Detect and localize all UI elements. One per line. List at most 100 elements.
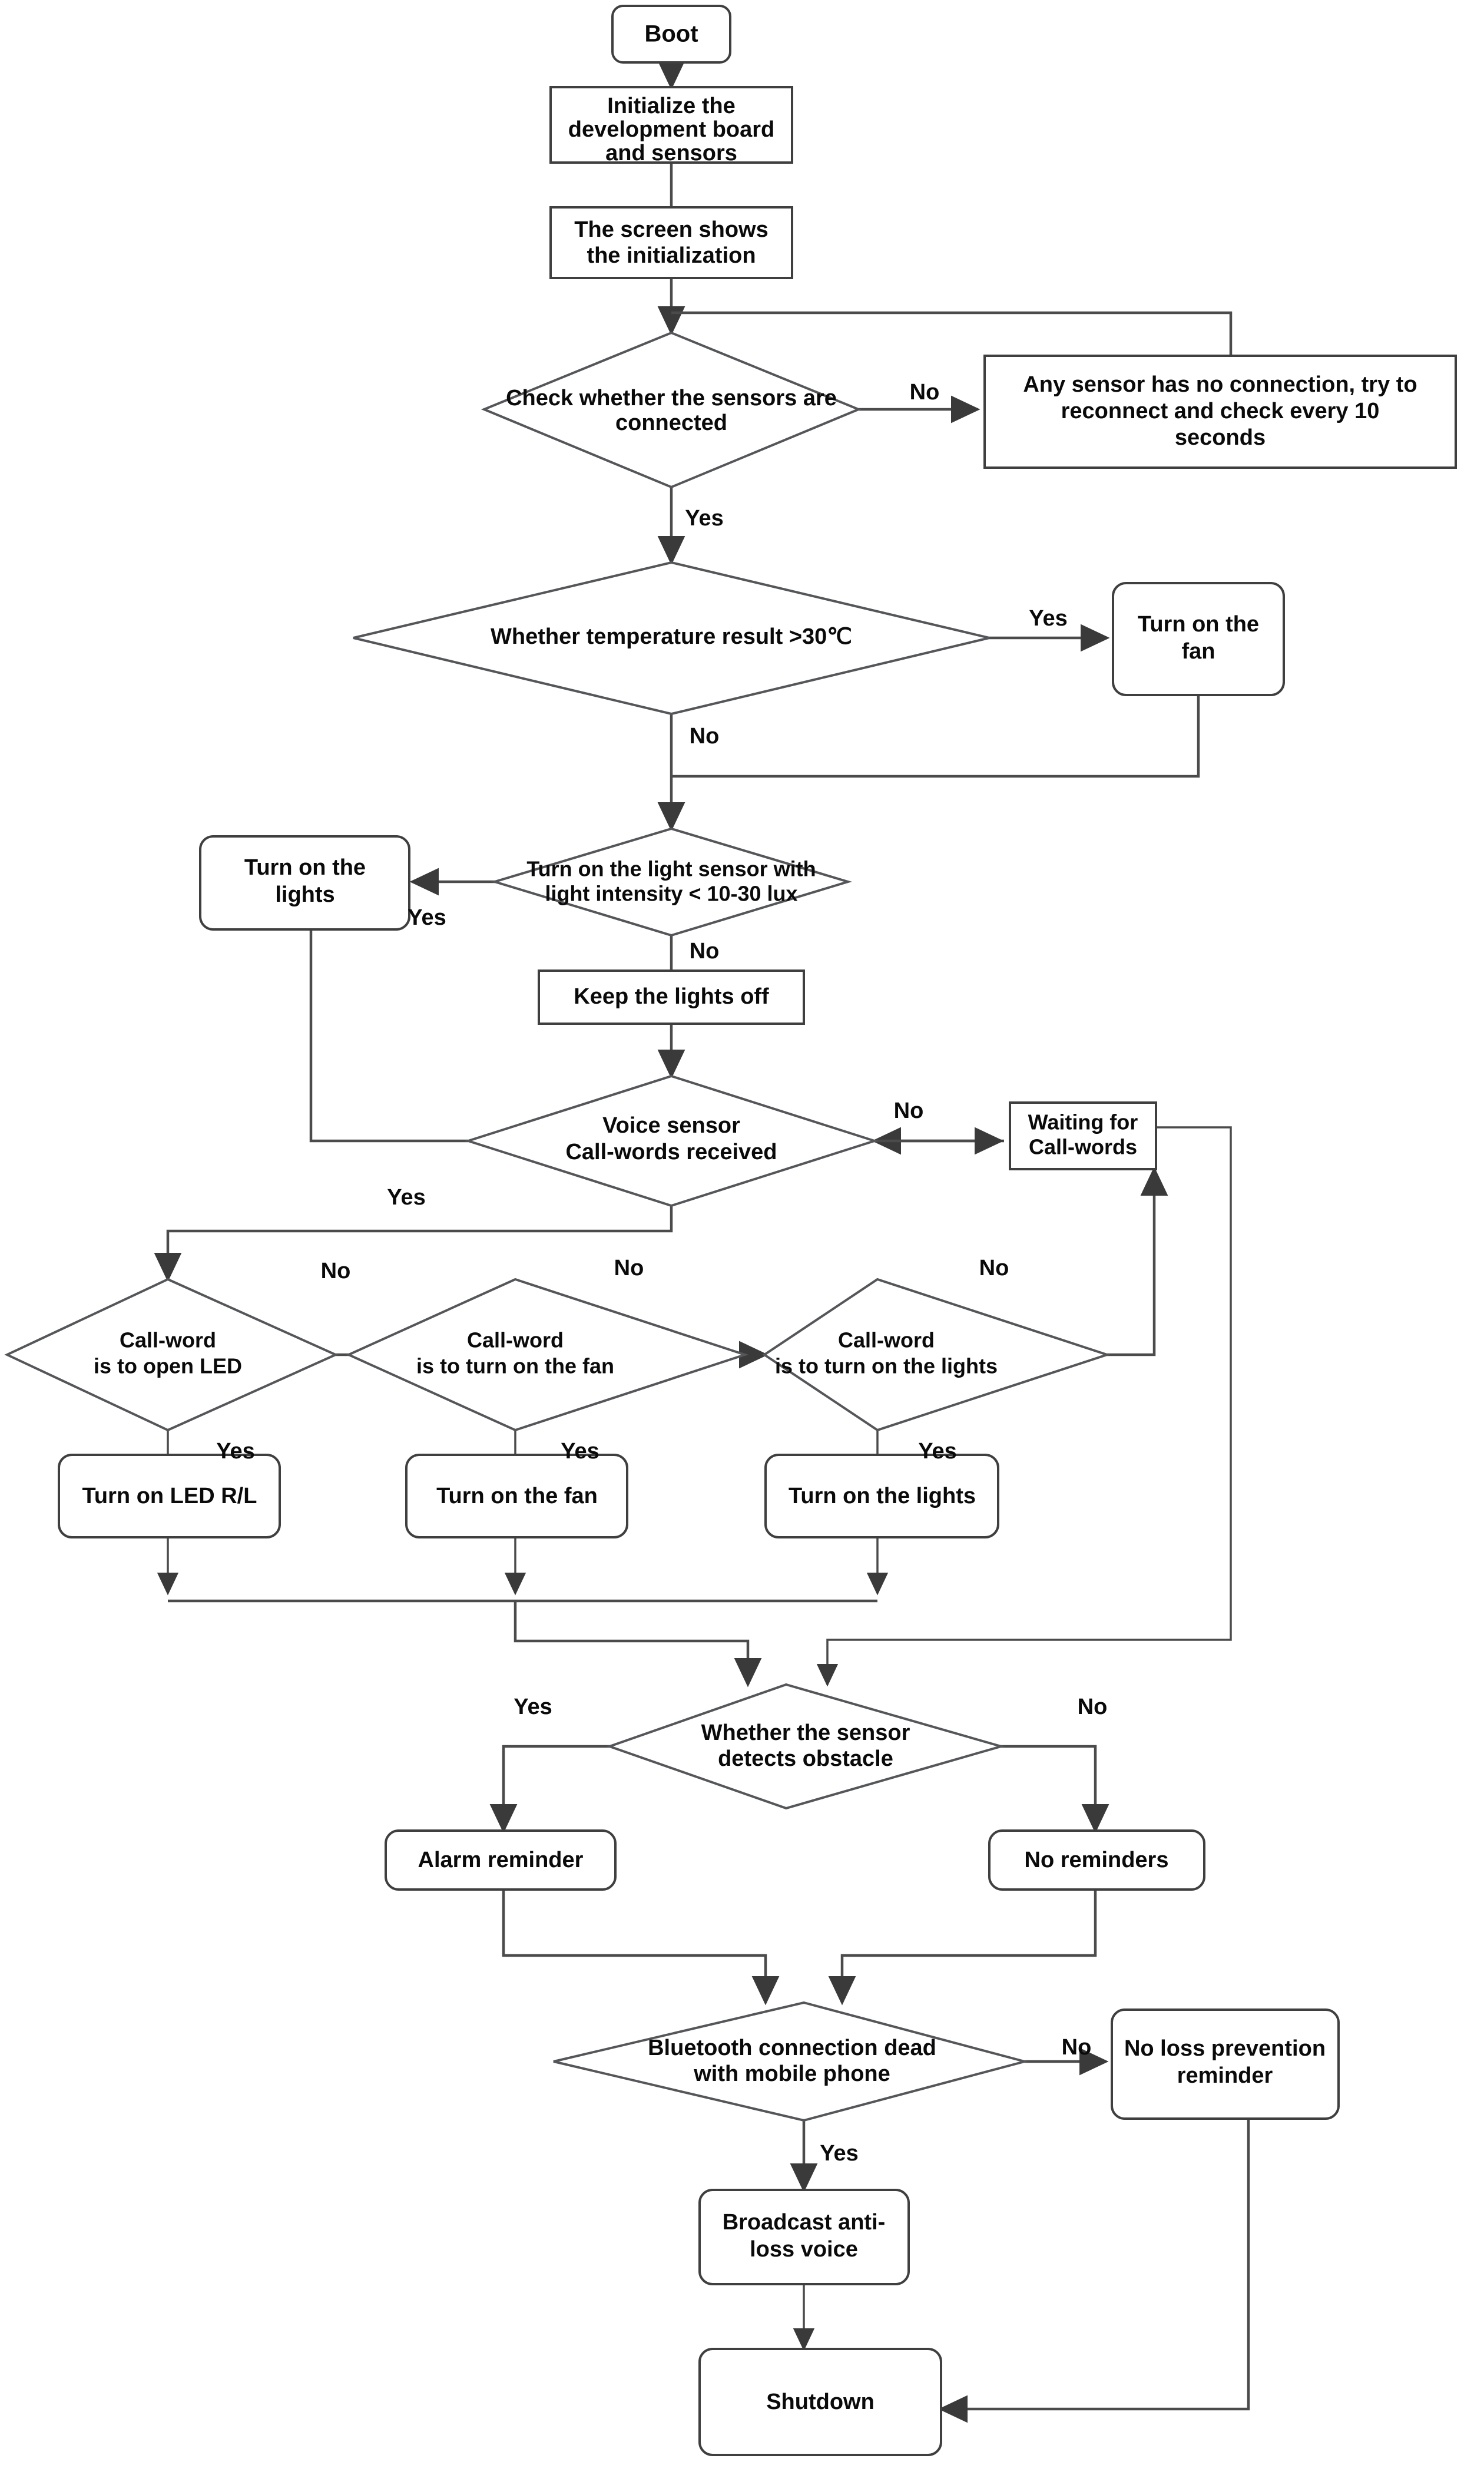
label-temp-yes: Yes xyxy=(1029,606,1068,631)
obstacle-shape xyxy=(605,1683,1006,1810)
broadcast-shape xyxy=(698,2189,910,2285)
label-obstacle-yes: Yes xyxy=(514,1695,552,1719)
check-sensors-label-1: Check whether the sensors are xyxy=(506,386,837,411)
node-no-loss[interactable]: No loss prevention reminder xyxy=(1111,2008,1340,2120)
alarm-label: Alarm reminder xyxy=(418,1848,584,1872)
cw-lights-label-2: is to turn on the lights xyxy=(775,1354,998,1378)
node-cw-led[interactable]: Call-word is to open LED xyxy=(4,1278,339,1432)
cw-lights-shape xyxy=(762,1278,1111,1432)
label-bt-yes: Yes xyxy=(820,2141,859,2166)
no-connection-label-3: seconds xyxy=(1175,425,1266,450)
edge-noloss-to-shutdown xyxy=(938,2119,1250,2423)
label-cwled-no: No xyxy=(321,1259,351,1283)
light-sensor-label-1: Turn on the light sensor with xyxy=(526,857,816,881)
no-reminders-shape xyxy=(988,1829,1205,1891)
no-loss-shape xyxy=(1111,2008,1340,2120)
edge-obstacle-yes xyxy=(489,1745,610,1834)
node-no-connection[interactable]: Any sensor has no connection, try to rec… xyxy=(983,355,1457,469)
turn-on-lights-auto-label-2: lights xyxy=(275,882,334,907)
node-do-fan[interactable]: Turn on the fan xyxy=(405,1454,628,1538)
edge-reconnect-loopback xyxy=(671,311,1233,356)
node-check-sensors[interactable]: Check whether the sensors are connected xyxy=(481,331,862,489)
node-broadcast[interactable]: Broadcast anti- loss voice xyxy=(698,2189,910,2285)
node-voice-sensor[interactable]: Voice sensor Call-words received xyxy=(464,1074,879,1207)
node-cw-fan[interactable]: Call-word is to turn on the fan xyxy=(346,1278,749,1432)
no-loss-label-1: No loss prevention xyxy=(1124,2036,1326,2061)
node-obstacle[interactable]: Whether the sensor detects obstacle xyxy=(605,1683,1006,1810)
label-cwfan-yes: Yes xyxy=(561,1439,599,1464)
do-fan-shape xyxy=(405,1454,628,1538)
node-boot[interactable]: Boot xyxy=(611,5,731,64)
edge-cwlights-no xyxy=(1107,1166,1168,1356)
no-connection-label-1: Any sensor has no connection, try to xyxy=(1023,372,1417,397)
voice-sensor-shape xyxy=(464,1074,879,1207)
broadcast-label-2: loss voice xyxy=(750,2237,858,2262)
boot-label: Boot xyxy=(644,21,698,47)
edge-fan-merge xyxy=(671,695,1200,778)
waiting-callwords-label-2: Call-words xyxy=(1029,1135,1137,1159)
broadcast-label-1: Broadcast anti- xyxy=(723,2210,886,2235)
node-initialize[interactable]: Initialize the development board and sen… xyxy=(549,86,793,166)
node-turn-on-lights-auto[interactable]: Turn on the lights xyxy=(199,835,410,931)
cw-lights-label-1: Call-word xyxy=(838,1328,935,1352)
bluetooth-label-1: Bluetooth connection dead xyxy=(648,2036,936,2060)
turn-on-fan-temp-label-1: Turn on the xyxy=(1138,612,1259,637)
no-connection-label-2: reconnect and check every 10 xyxy=(1061,399,1380,423)
cw-led-label-2: is to open LED xyxy=(94,1354,242,1378)
temp-check-shape xyxy=(353,561,990,716)
initialize-label-3: and sensors xyxy=(605,141,737,166)
node-turn-on-fan-temp[interactable]: Turn on the fan xyxy=(1112,582,1285,696)
do-lights-shape xyxy=(764,1454,999,1538)
bluetooth-shape xyxy=(553,2001,1029,2122)
edge-voice-yes xyxy=(154,1206,673,1282)
label-obstacle-no: No xyxy=(1078,1695,1108,1719)
edge-labels: No Yes Yes No Yes No No Yes No No No Yes… xyxy=(216,380,1107,2166)
label-voice-no: No xyxy=(894,1098,924,1123)
node-shutdown[interactable]: Shutdown xyxy=(698,2348,942,2456)
label-temp-no: No xyxy=(690,724,720,749)
boot-shape xyxy=(611,5,731,64)
no-loss-label-2: reminder xyxy=(1177,2063,1273,2088)
turn-on-lights-auto-label-1: Turn on the xyxy=(244,855,366,880)
node-light-sensor[interactable]: Turn on the light sensor with light inte… xyxy=(491,827,852,937)
screen-init-label-2: the initialization xyxy=(587,243,756,268)
turn-on-lights-auto-shape xyxy=(199,835,410,931)
bluetooth-label-2: with mobile phone xyxy=(693,2062,890,2086)
turn-on-fan-temp-label-2: fan xyxy=(1182,639,1215,664)
initialize-label-2: development board xyxy=(568,117,775,142)
no-connection-shape xyxy=(983,355,1457,469)
node-bluetooth[interactable]: Bluetooth connection dead with mobile ph… xyxy=(553,2001,1029,2122)
screen-init-shape xyxy=(549,206,793,279)
waiting-callwords-shape xyxy=(1009,1101,1157,1170)
do-led-label: Turn on LED R/L xyxy=(82,1484,257,1508)
node-cw-lights[interactable]: Call-word is to turn on the lights xyxy=(762,1278,1111,1432)
no-reminders-label: No reminders xyxy=(1025,1848,1169,1872)
node-waiting-callwords[interactable]: Waiting for Call-words xyxy=(1009,1101,1157,1170)
do-lights-label: Turn on the lights xyxy=(789,1484,976,1508)
label-cwled-yes: Yes xyxy=(216,1439,255,1464)
node-no-reminders[interactable]: No reminders xyxy=(988,1829,1205,1891)
check-sensors-label-2: connected xyxy=(615,411,727,435)
node-temp-check[interactable]: Whether temperature result >30℃ xyxy=(353,561,990,716)
shutdown-shape xyxy=(698,2348,942,2456)
node-keep-lights-off[interactable]: Keep the lights off xyxy=(538,969,805,1025)
node-alarm[interactable]: Alarm reminder xyxy=(385,1829,617,1891)
label-voice-yes: Yes xyxy=(387,1185,426,1210)
edge-alarm-to-bt xyxy=(502,1888,780,2006)
keep-lights-off-shape xyxy=(538,969,805,1025)
voice-sensor-label-2: Call-words received xyxy=(565,1140,777,1164)
edge-waiting-right-down xyxy=(816,1126,1232,1687)
node-screen-init[interactable]: The screen shows the initialization xyxy=(549,206,793,279)
screen-init-label-1: The screen shows xyxy=(574,217,768,242)
node-do-lights[interactable]: Turn on the lights xyxy=(764,1454,999,1538)
edge-bus-to-obstacle xyxy=(514,1601,762,1687)
light-sensor-shape xyxy=(491,827,852,937)
obstacle-label-2: detects obstacle xyxy=(718,1746,893,1771)
node-do-led[interactable]: Turn on LED R/L xyxy=(58,1454,281,1538)
label-cwfan-no: No xyxy=(614,1256,644,1280)
voice-sensor-label-1: Voice sensor xyxy=(602,1113,740,1138)
initialize-label-1: Initialize the xyxy=(607,94,735,118)
label-bt-no: No xyxy=(1062,2035,1092,2060)
